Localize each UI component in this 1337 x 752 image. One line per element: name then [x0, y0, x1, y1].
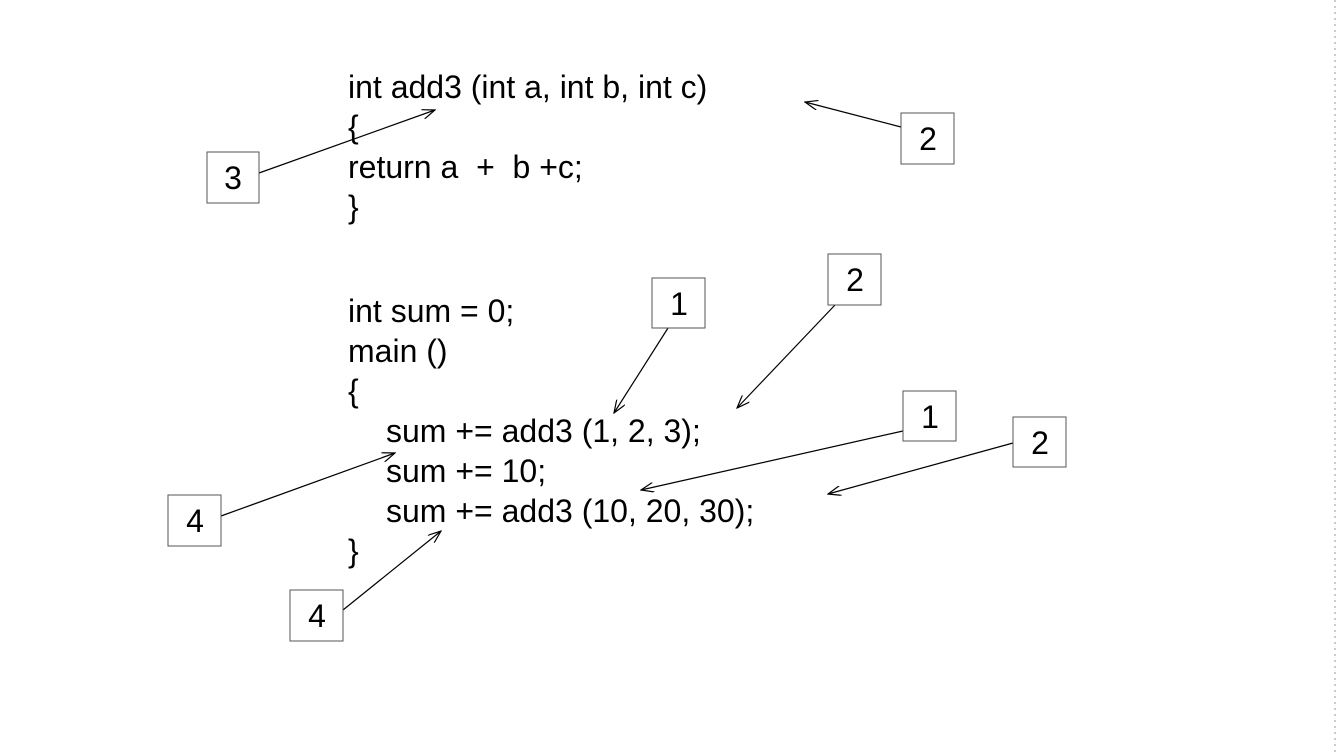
label-box: 1 [651, 277, 706, 329]
code-line: { [348, 109, 359, 145]
code-line: { [348, 373, 359, 409]
code-line: return a + b +c; [348, 149, 583, 185]
label-box: 1 [902, 390, 957, 442]
arrow [614, 327, 669, 413]
arrow [220, 453, 395, 517]
arrow [641, 430, 904, 490]
code-line: sum += add3 (10, 20, 30); [386, 493, 754, 529]
code-line: main () [348, 333, 448, 369]
label-box: 4 [167, 494, 222, 547]
code-line: int sum = 0; [348, 293, 514, 329]
svg-text:1: 1 [921, 399, 939, 435]
arrow [828, 442, 1014, 494]
code-line: sum += 10; [386, 453, 546, 489]
code-line: sum += add3 (1, 2, 3); [386, 413, 701, 449]
svg-text:4: 4 [308, 598, 326, 634]
code-line: int add3 (int a, int b, int c) [348, 69, 707, 105]
arrow [805, 102, 902, 128]
code-line: } [348, 533, 359, 569]
svg-text:4: 4 [186, 503, 204, 539]
label-box: 2 [827, 253, 882, 306]
label-box: 4 [289, 589, 344, 642]
function-code: int add3 (int a, int b, int c) { return … [348, 69, 707, 225]
svg-text:2: 2 [846, 262, 864, 298]
arrow [342, 531, 441, 611]
label-box: 2 [900, 112, 955, 165]
arrow [737, 304, 836, 408]
svg-text:3: 3 [224, 160, 242, 196]
code-line: } [348, 189, 359, 225]
arrows [220, 102, 1014, 611]
svg-text:1: 1 [670, 286, 688, 322]
label-box: 3 [206, 151, 260, 204]
svg-text:2: 2 [919, 121, 937, 157]
arrow [258, 110, 435, 174]
label-box: 2 [1012, 416, 1067, 468]
main-code: int sum = 0; main () { sum += add3 (1, 2… [348, 293, 754, 569]
svg-text:2: 2 [1031, 425, 1049, 461]
